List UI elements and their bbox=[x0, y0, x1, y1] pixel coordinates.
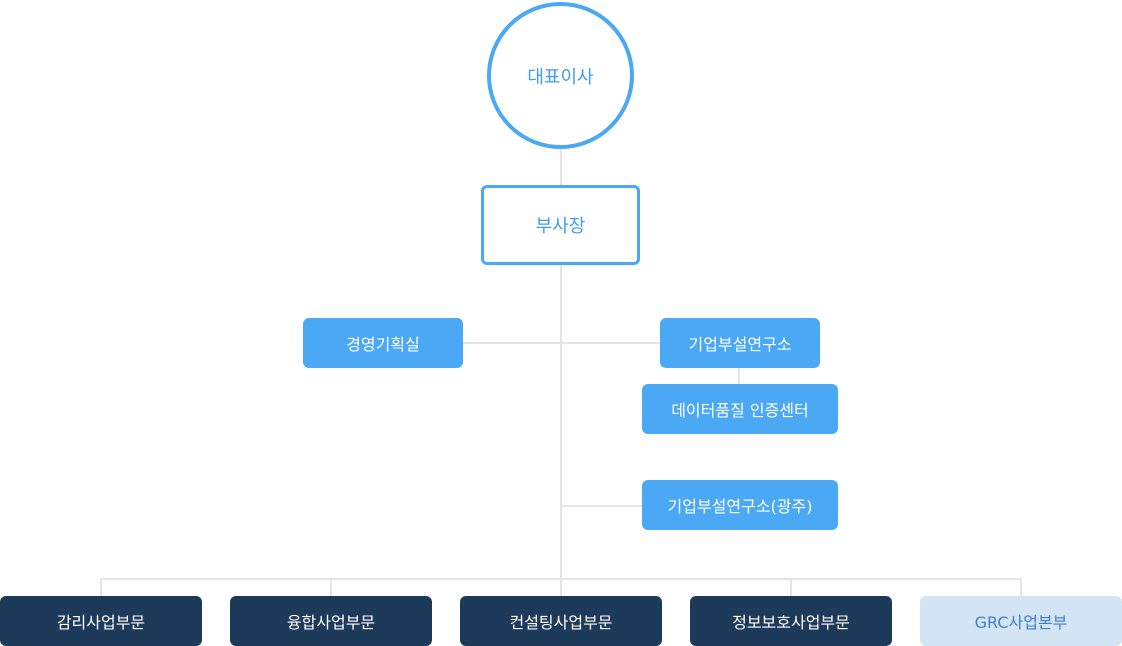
connector-division-4 bbox=[790, 578, 792, 596]
division-consulting-node: 컨설팅사업부문 bbox=[460, 596, 662, 646]
division-audit-node: 감리사업부문 bbox=[0, 596, 202, 646]
research-institute-gwangju-node: 기업부설연구소(광주) bbox=[642, 480, 838, 530]
division-convergence-node: 융합사업부문 bbox=[230, 596, 432, 646]
ceo-node: 대표이사 bbox=[487, 2, 634, 149]
connector-ceo-vp bbox=[560, 149, 562, 185]
connector-staff-horizontal bbox=[463, 342, 660, 344]
connector-division-1 bbox=[100, 578, 102, 596]
connector-institute-datacenter bbox=[738, 368, 740, 384]
vice-president-node: 부사장 bbox=[481, 185, 640, 265]
planning-office-node: 경영기획실 bbox=[303, 318, 463, 368]
connector-division-5 bbox=[1020, 578, 1022, 596]
research-institute-node: 기업부설연구소 bbox=[660, 318, 820, 368]
data-quality-center-node: 데이터품질 인증센터 bbox=[642, 384, 838, 434]
connector-division-3 bbox=[560, 578, 562, 596]
division-grc-node: GRC사업본부 bbox=[920, 596, 1122, 646]
division-security-node: 정보보호사업부문 bbox=[690, 596, 892, 646]
connector-division-2 bbox=[330, 578, 332, 596]
connector-gwangju bbox=[561, 505, 642, 507]
connector-vp-main bbox=[560, 265, 562, 579]
